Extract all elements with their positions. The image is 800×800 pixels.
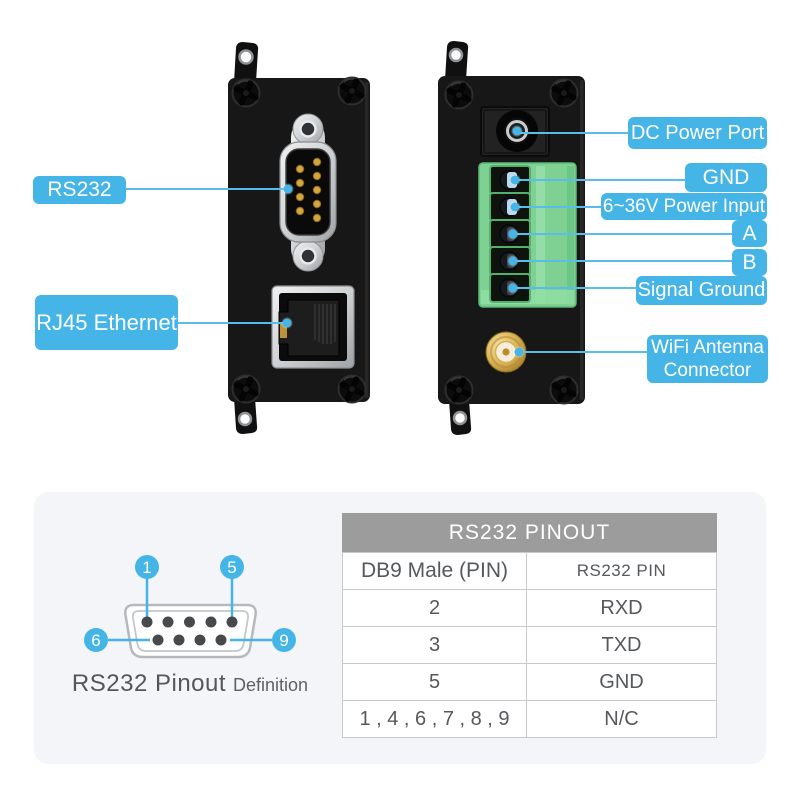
pinout-caption: RS232 Pinout Definition: [50, 670, 330, 698]
leader-line-dc-power: [516, 132, 628, 134]
leader-line-b: [515, 260, 733, 262]
leader-dot-power-input: [510, 202, 520, 212]
pinout-table-row: 2 RXD: [342, 589, 717, 627]
left-device-image: [228, 42, 370, 434]
callout-rj45-ethernet: RJ45 Ethernet: [35, 295, 178, 350]
screw-icon: [550, 376, 578, 404]
db9-inner-outline: [131, 610, 250, 652]
callout-dc-power-port: DC Power Port: [628, 117, 767, 149]
pin-cell: 1 , 4 , 6 , 7 , 8 , 9: [342, 700, 527, 738]
pinout-table-title: RS232 PINOUT: [342, 513, 717, 552]
leader-dot-signal-ground: [508, 283, 518, 293]
db9-pins: [295, 157, 322, 223]
db9-outline: [124, 603, 257, 659]
screw-icon: [445, 376, 473, 404]
mounting-ear-top: [234, 42, 259, 82]
right-device-image: [438, 41, 585, 435]
screw-icon: [338, 375, 366, 403]
pin-cell: 5: [342, 663, 527, 701]
pinout-table-row: 3 TXD: [342, 626, 717, 664]
callout-power-input: 6~36V Power Input: [601, 193, 767, 220]
leader-dot-gnd: [510, 175, 520, 185]
pinout-table: RS232 PINOUT DB9 Male (PIN) RS232 PIN 2 …: [342, 513, 717, 738]
column-header-db9: DB9 Male (PIN): [342, 552, 527, 590]
pin-cell: 2: [342, 589, 527, 627]
signal-cell: N/C: [526, 700, 717, 738]
leader-line-power-input: [515, 206, 602, 208]
screw-icon: [445, 81, 473, 109]
leader-dot-wifi-antenna: [514, 347, 524, 357]
leader-line-signal-ground: [515, 287, 636, 289]
db9-serial-connector: [279, 113, 337, 272]
screw-icon: [232, 375, 260, 403]
body-edge-highlight: [365, 82, 369, 398]
leader-line-wifi-antenna: [519, 351, 649, 353]
leader-line-rs232: [126, 188, 288, 190]
pin-label-6: 6: [91, 631, 100, 650]
pinout-table-row: 5 GND: [342, 663, 717, 701]
callout-line-b: B: [732, 249, 767, 276]
pinout-table-header-row: DB9 Male (PIN) RS232 PIN: [342, 552, 717, 590]
leader-dot-rs232: [283, 184, 293, 194]
signal-cell: GND: [526, 663, 717, 701]
pinout-caption-sub: Definition: [233, 675, 309, 695]
pinout-table-row: 1 , 4 , 6 , 7 , 8 , 9 N/C: [342, 700, 717, 738]
signal-cell: TXD: [526, 626, 717, 664]
callout-wifi-antenna: WiFi Antenna Connector: [647, 335, 768, 383]
rj45-contact-tab: [280, 322, 287, 338]
db9-pin-dots: [141, 616, 238, 646]
screw-icon: [338, 77, 366, 105]
body-edge-highlight: [580, 80, 584, 400]
screw-icon: [550, 79, 578, 107]
leader-dot-b: [508, 256, 518, 266]
pin-cell: 3: [342, 626, 527, 664]
leader-dot-dc-power: [512, 126, 522, 136]
mounting-ear-top: [445, 41, 469, 80]
mounting-ear-bottom: [449, 400, 472, 435]
callout-signal-ground: Signal Ground: [636, 276, 767, 305]
leader-line-rj45: [178, 322, 287, 324]
pin-label-9: 9: [279, 631, 288, 650]
column-header-rs232: RS232 PIN: [526, 552, 717, 590]
rj45-port: [271, 285, 355, 369]
rj45-contacts: [313, 304, 337, 344]
pin-callout-lines: [108, 578, 272, 642]
leader-line-a: [515, 233, 733, 235]
leader-dot-a: [508, 229, 518, 239]
pin-number-badges: 1 5 6 9: [84, 555, 296, 652]
pinout-caption-main: RS232 Pinout: [71, 670, 227, 697]
pin-label-1: 1: [142, 558, 151, 577]
callout-line-a: A: [732, 220, 767, 247]
callout-gnd: GND: [685, 163, 767, 192]
screw-icon: [232, 79, 260, 107]
db9-pinout-diagram: 1 5 6 9: [84, 555, 296, 659]
callout-rs232: RS232: [33, 176, 126, 204]
terminal-block: [478, 162, 577, 308]
leader-line-gnd: [515, 179, 685, 181]
pin-label-5: 5: [227, 558, 236, 577]
leader-dot-rj45: [282, 318, 292, 328]
signal-cell: RXD: [526, 589, 717, 627]
mounting-ear-bottom: [234, 398, 258, 434]
